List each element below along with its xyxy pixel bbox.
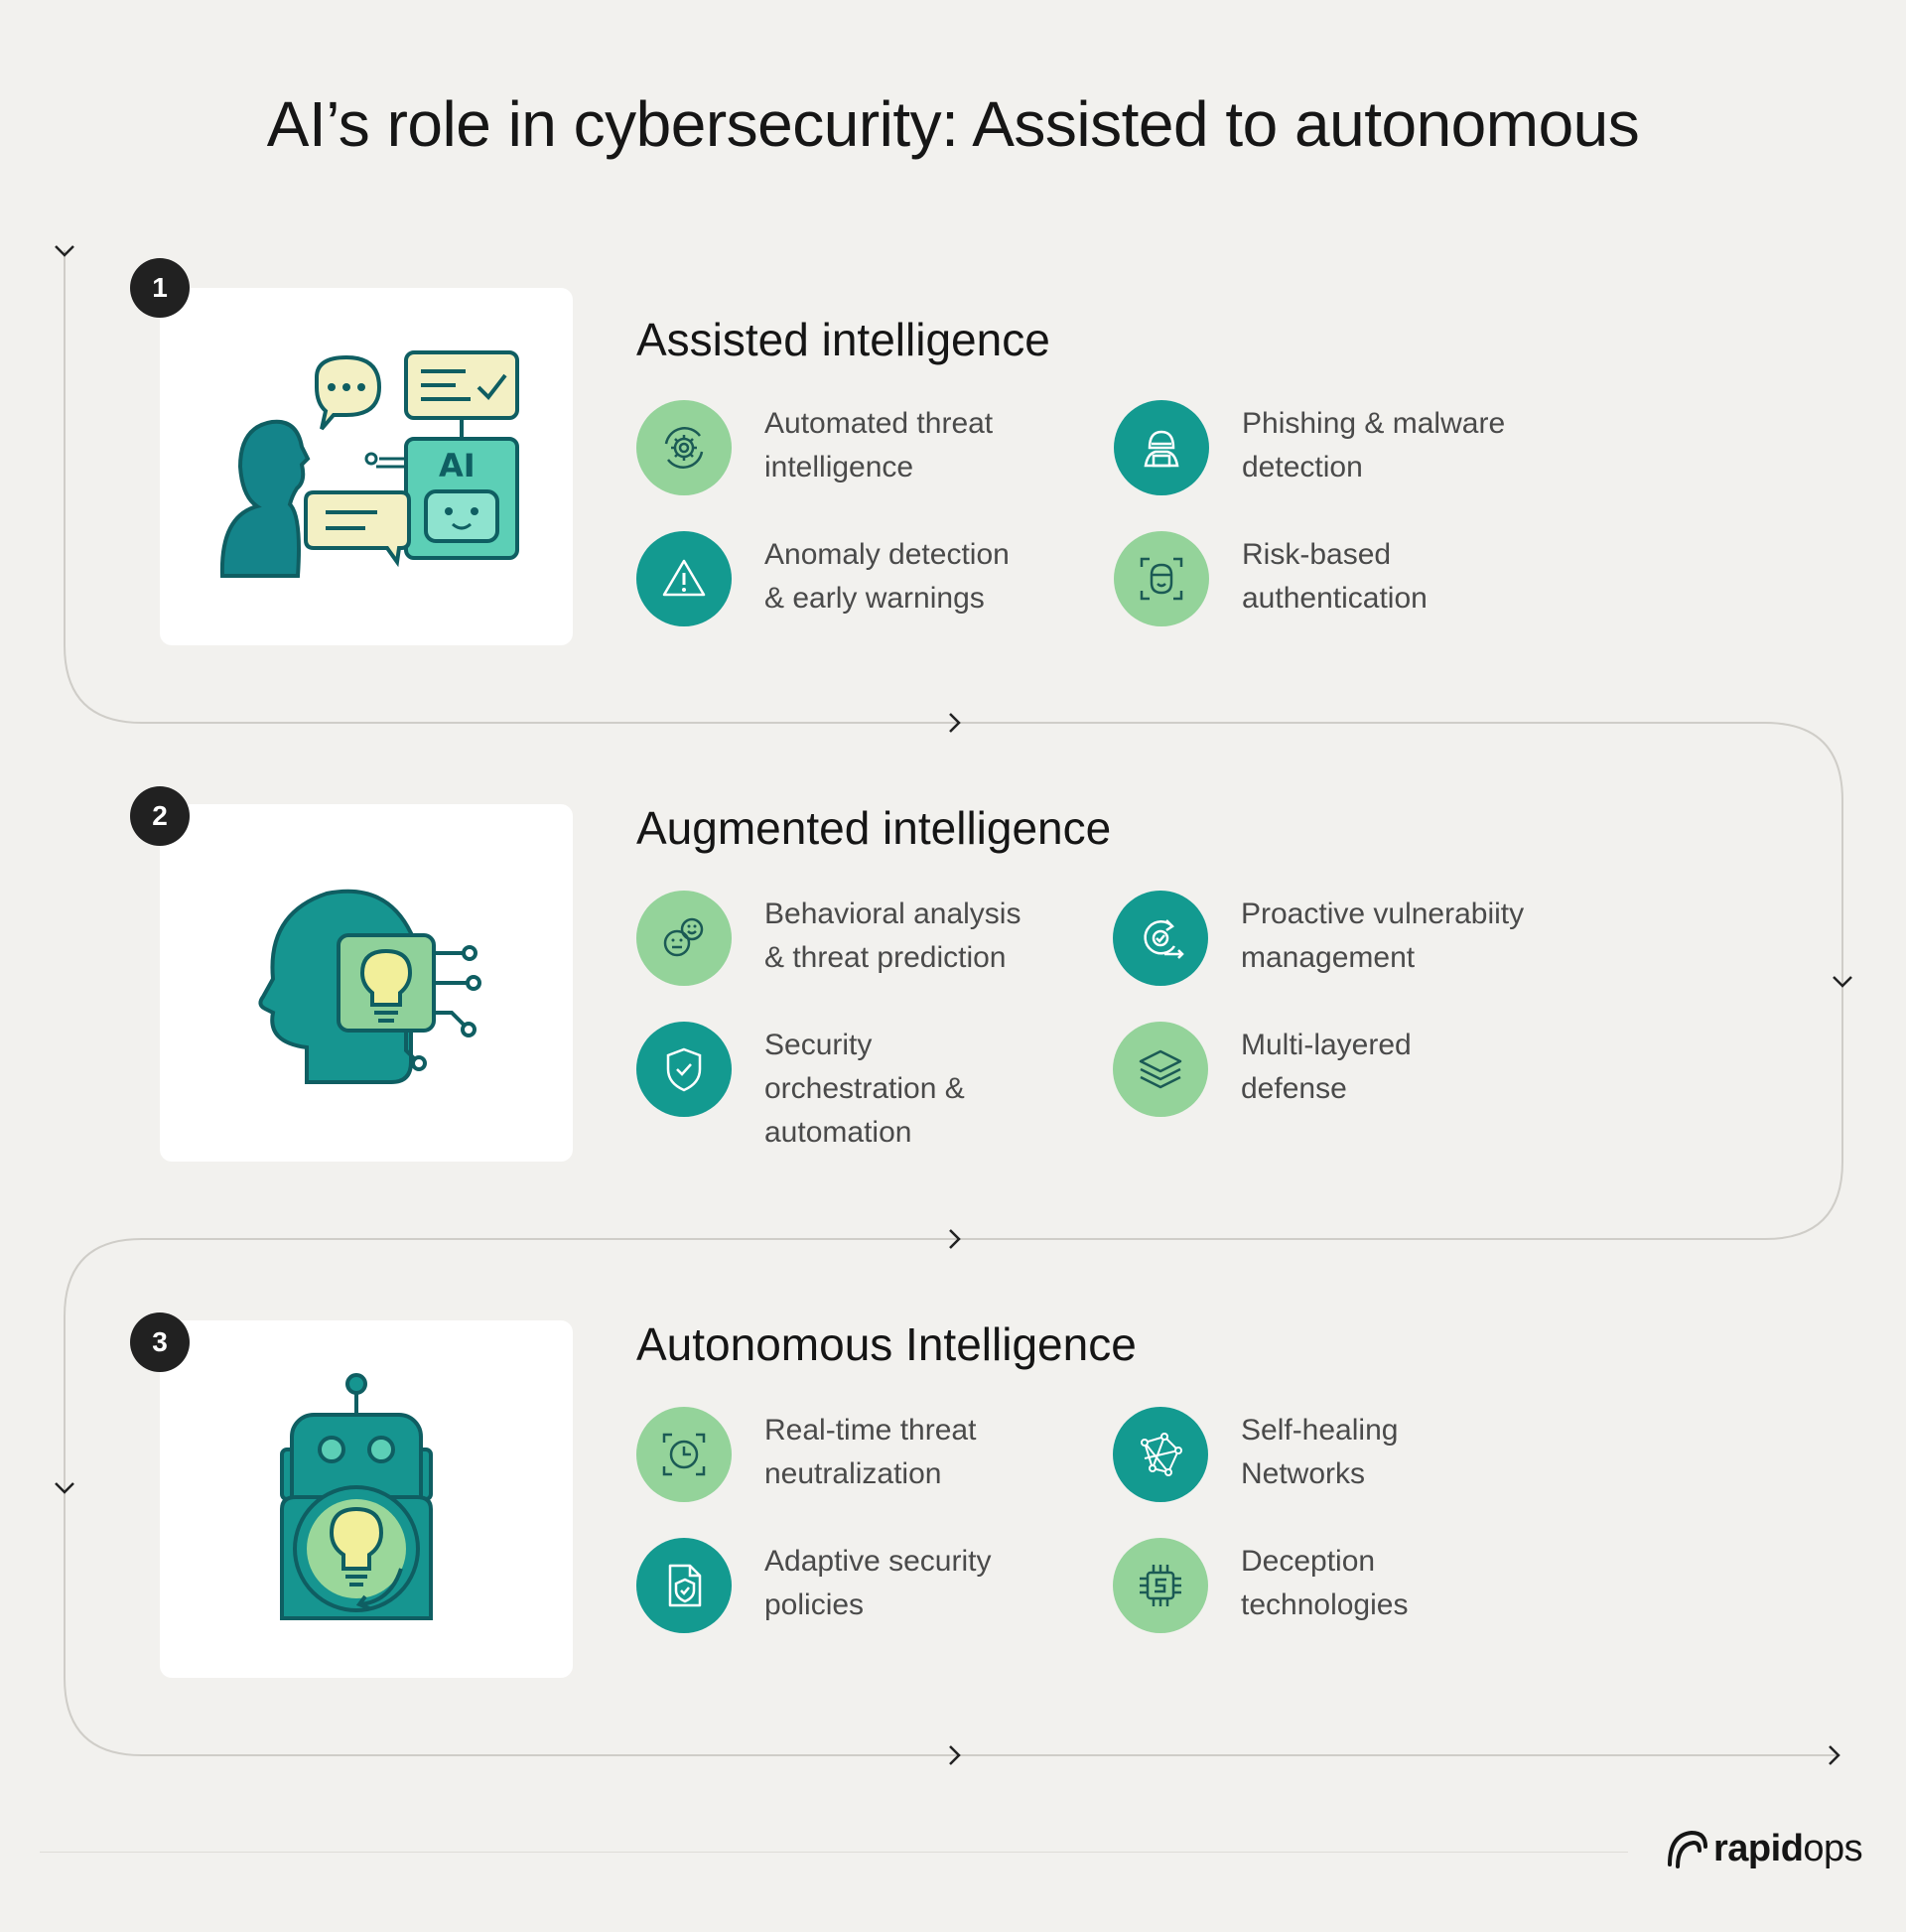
feature-label: Risk-based authentication <box>1242 538 1428 615</box>
feature-label: Security orchestration & automation <box>764 1029 965 1149</box>
chevron-right-icon <box>949 1745 961 1765</box>
feature-label: Self-healing Networks <box>1241 1414 1399 1490</box>
feature-label: Multi-layered defense <box>1241 1029 1412 1105</box>
footer-divider <box>40 1852 1628 1853</box>
gear-refresh-icon <box>636 400 732 495</box>
robot-with-lightbulb-illustration <box>280 1373 433 1620</box>
feature-label: Proactive vulnerabiity management <box>1241 897 1525 974</box>
cycle-check-icon <box>1113 891 1208 986</box>
face-scan-icon <box>1114 531 1209 626</box>
chevron-down-icon <box>55 245 74 257</box>
stage-assisted: 1 AI Assisted intelligence <box>0 258 1906 755</box>
feature-item: Behavioral analysis & threat prediction <box>636 891 1062 986</box>
feature-label: Phishing & malware detection <box>1242 407 1506 483</box>
feature-label: Anomaly detection & early warnings <box>764 538 1010 615</box>
chevron-down-icon <box>55 1482 74 1494</box>
hacker-icon <box>1114 400 1209 495</box>
svg-text:AI: AI <box>439 447 476 484</box>
feature-item: Anomaly detection & early warnings <box>636 531 1062 626</box>
person-chatting-with-ai-illustration: AI <box>219 350 519 578</box>
head-with-lightbulb-chip-illustration <box>258 889 481 1084</box>
feature-item: Deception technologies <box>1113 1538 1539 1633</box>
page-title: AI’s role in cybersecurity: Assisted to … <box>266 88 1640 160</box>
illustration-card: AI <box>160 288 573 645</box>
feature-item: Automated threat intelligence <box>636 400 1062 495</box>
brand-name-bold: rapid <box>1713 1827 1804 1869</box>
chevron-right-icon <box>949 713 961 733</box>
feature-item: Multi-layered defense <box>1113 1022 1539 1117</box>
stage-title: Assisted intelligence <box>636 314 1050 365</box>
step-badge: 3 <box>130 1312 190 1372</box>
feature-item: Proactive vulnerabiity management <box>1113 891 1539 986</box>
feature-item: Real-time threat neutralization <box>636 1407 1062 1502</box>
faces-icon <box>636 891 732 986</box>
policy-document-icon <box>636 1538 732 1633</box>
stage-title: Autonomous Intelligence <box>636 1318 1137 1370</box>
feature-item: Risk-based authentication <box>1114 531 1540 626</box>
chevron-right-icon <box>949 1229 961 1249</box>
feature-item: Self-healing Networks <box>1113 1407 1539 1502</box>
feature-item: Phishing & malware detection <box>1114 400 1540 495</box>
illustration-card <box>160 1320 573 1678</box>
stage-augmented: 2 Augmented intelligence Behavioral anal… <box>0 786 1906 1283</box>
clock-scan-icon <box>636 1407 732 1502</box>
brand-name-light: ops <box>1803 1827 1863 1869</box>
stage-title: Augmented intelligence <box>636 802 1112 854</box>
layers-icon <box>1113 1022 1208 1117</box>
illustration-card <box>160 804 573 1162</box>
feature-label: Deception technologies <box>1241 1545 1409 1621</box>
chevron-right-icon <box>1829 1745 1840 1765</box>
warning-icon <box>636 531 732 626</box>
step-badge: 1 <box>130 258 190 318</box>
network-icon <box>1113 1407 1208 1502</box>
rapidops-logo-icon <box>1668 1830 1707 1868</box>
feature-label: Automated threat intelligence <box>764 407 994 483</box>
feature-label: Adaptive security policies <box>764 1545 992 1621</box>
feature-item: Adaptive security policies <box>636 1538 1062 1633</box>
shield-check-icon <box>636 1022 732 1117</box>
step-badge: 2 <box>130 786 190 846</box>
feature-label: Behavioral analysis & threat prediction <box>764 897 1021 974</box>
chevron-down-icon <box>1833 976 1852 988</box>
chip-icon <box>1113 1538 1208 1633</box>
feature-label: Real-time threat neutralization <box>764 1414 977 1490</box>
stage-autonomous: 3 Autonomous Intelligence Real-time thre… <box>0 1312 1906 1809</box>
feature-item: Security orchestration & automation <box>636 1022 1062 1155</box>
